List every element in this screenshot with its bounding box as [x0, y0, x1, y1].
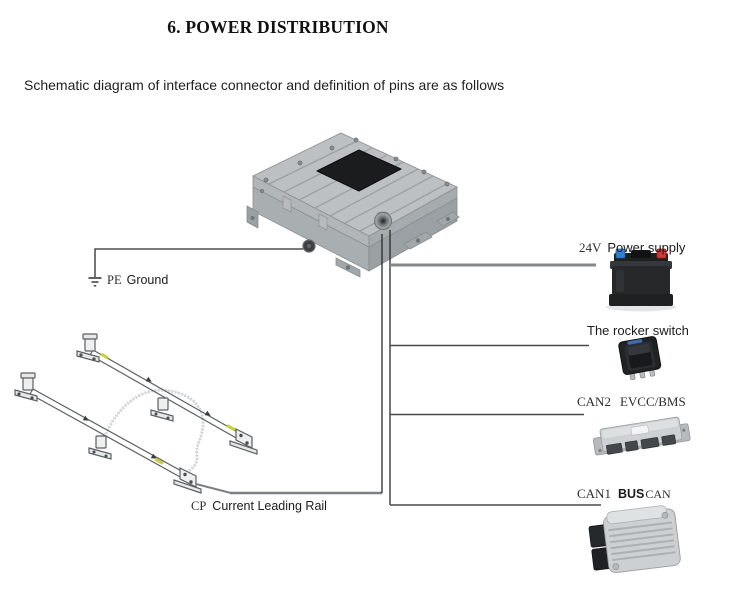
pe-port: [302, 239, 316, 253]
cp-leader-line: [195, 483, 232, 494]
rail-end-bracket: [173, 467, 202, 494]
rail-post: [150, 397, 174, 422]
cp-rail-name: Current Leading Rail: [212, 499, 327, 513]
ecu-cooling-ribs: [608, 521, 676, 562]
pe-ground-label: PE Ground: [107, 273, 168, 288]
power-supply-code: 24V: [579, 240, 602, 255]
top-access-panel: [316, 149, 402, 192]
rocker-switch-label: The rocker switch: [587, 323, 689, 338]
direction-arrow-icons: [82, 376, 211, 459]
rail-post: [14, 372, 38, 402]
lid-screws: [259, 137, 450, 194]
rail-contact-marks: [100, 352, 236, 465]
battery-terminal-negative: [615, 248, 626, 259]
front-connector: [374, 211, 392, 230]
can1-bus: BUS: [617, 487, 645, 501]
24v-battery-image: [606, 248, 676, 312]
can1-name: CAN: [645, 487, 671, 501]
module-label-sticker: [630, 424, 649, 436]
battery-terminal-positive: [656, 248, 667, 259]
current-leading-rail-assembly-image: [14, 333, 258, 494]
upper-rail: [89, 349, 249, 444]
rocker-switch-name: The rocker switch: [587, 323, 689, 338]
rail-end-bracket: [229, 428, 258, 455]
can-bus-ecu-image: [588, 505, 681, 574]
module-connector-slots: [606, 434, 677, 455]
earth-ground-icon: [88, 277, 102, 287]
switch-glint: [627, 339, 643, 345]
can2-label: CAN2 EVCC/BMS: [577, 394, 686, 410]
rocker-switch-image: [618, 336, 662, 381]
pe-ground-code: PE: [107, 273, 122, 287]
can1-label: CAN1 BUS CAN: [577, 486, 671, 502]
power-distribution-control-unit-image: [246, 132, 460, 278]
lower-rail: [29, 388, 195, 484]
intro-text: Schematic diagram of interface connector…: [24, 77, 505, 93]
rail-post: [88, 435, 112, 460]
can2-code: CAN2: [577, 394, 611, 409]
cp-rail-code: CP: [191, 499, 207, 513]
can2-name: EVCC/BMS: [619, 394, 686, 409]
can1-code: CAN1: [577, 486, 611, 501]
power-supply-name: Power supply: [607, 240, 686, 255]
cp-rail-label: CP Current Leading Rail: [191, 499, 327, 514]
pe-ground-line: [94, 248, 303, 277]
power-supply-label: 24V Power supply: [579, 240, 685, 256]
rail-post: [76, 333, 100, 363]
section-heading: 6. POWER DISTRIBUTION: [167, 17, 389, 37]
connection-lines: [88, 230, 601, 506]
pe-ground-name: Ground: [126, 273, 169, 287]
coiled-cable: [104, 388, 205, 474]
evcc-bms-controller-module-image: [592, 416, 691, 456]
